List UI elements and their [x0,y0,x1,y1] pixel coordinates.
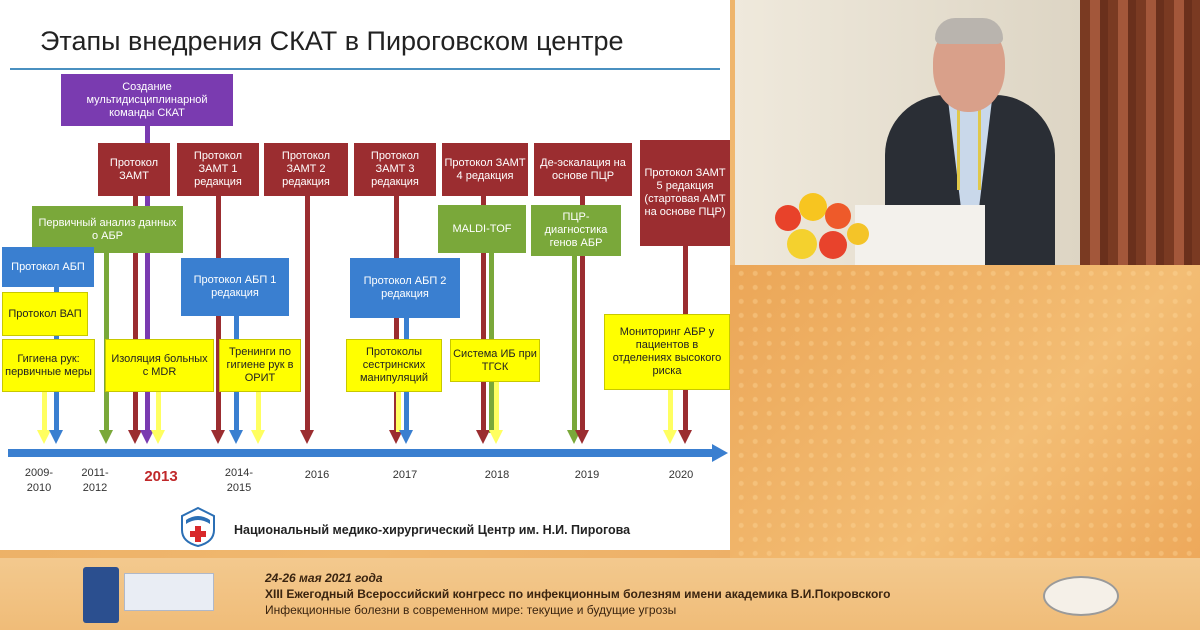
flower [819,231,847,259]
flower [787,229,817,259]
line-nursing [396,392,401,432]
year-2017: 2017 [392,469,418,481]
line-deesc [580,196,585,433]
banner-subtitle: Инфекционные болезни в современном мире:… [265,603,677,617]
year-2013: 2013 [144,468,178,485]
box-abp1: Протокол АБП 1 редакция [181,258,289,316]
box-zamt2: Протокол ЗАМТ 2 редакция [264,143,348,196]
flower-bouquet [765,185,875,265]
box-zamt4: Протокол ЗАМТ 4 редакция [442,143,528,196]
box-zamt5: Протокол ЗАМТ 5 редакция (стартовая АМТ … [640,140,730,246]
background-pattern [730,265,1200,565]
arrow-zamt [128,430,142,444]
arrow-monitoring [663,430,677,444]
line-ib [494,382,499,432]
arrow-abp1 [229,430,243,444]
box-hygiene: Гигиена рук: первичные меры [2,339,95,392]
slide-footer: Национальный медико-хирургический Центр … [234,523,631,537]
box-maldi: MALDI-TOF [438,205,526,253]
box-zamt1: Протокол ЗАМТ 1 редакция [177,143,259,196]
year-2019: 2019 [574,469,600,481]
line-zamt4 [481,196,486,433]
flower [825,203,851,229]
arrow-zamt5 [678,430,692,444]
box-nursing: Протоколы сестринских манипуляций [346,339,442,392]
podium [855,205,985,265]
year-2009-2010: 2009- 2010 [24,467,54,494]
arrow-zamt1 [211,430,225,444]
box-ib: Система ИБ при ТГСК [450,339,540,382]
arrow-isolation [151,430,165,444]
arrow-ib [489,430,503,444]
box-deesc: Де-эскалация на основе ПЦР [534,143,632,196]
flower [799,193,827,221]
year-2020: 2020 [668,469,694,481]
box-isolation: Изоляция больных с MDR [105,339,214,392]
line-monitoring [668,390,673,432]
arrow-deesc [575,430,589,444]
arrow-zamt2 [300,430,314,444]
speaker-hair [935,18,1003,44]
box-vap: Протокол ВАП [2,292,88,336]
flower [847,223,869,245]
year-2018: 2018 [484,469,510,481]
arrow-zamt4 [476,430,490,444]
box-monitoring: Мониторинг АБР у пациентов в отделениях … [604,314,730,390]
box-pcr: ПЦР-диагностика генов АБР [531,205,621,256]
congress-logo-icon [83,567,119,623]
curtain [1080,0,1200,265]
pirogov-center-logo-icon [181,506,215,548]
arrow-abp [49,430,63,444]
box-abp: Протокол АБП [2,247,94,287]
year-2011-2012: 2011- 2012 [81,467,109,494]
partner-logo-icon [1043,576,1119,616]
line-team [145,126,150,433]
arrow-abp2 [399,430,413,444]
line-hygiene [42,392,47,432]
banner-congress-name: XIII Ежегодный Всероссийский конгресс по… [265,587,891,601]
year-2016: 2016 [304,469,330,481]
arrow-team [140,430,154,444]
line-zamt2 [305,196,310,433]
box-abp2: Протокол АБП 2 редакция [350,258,460,318]
year-2014-2015: 2014- 2015 [224,467,254,494]
line-training [256,392,261,432]
organizer-logo-icon [124,573,214,611]
box-zamt: Протокол ЗАМТ [98,143,170,196]
timeline-axis [8,449,714,457]
slide-title: Этапы внедрения СКАТ в Пироговском центр… [40,26,624,56]
timeline-arrowhead [712,444,728,462]
line-zamt [133,196,138,433]
banner-date: 24-26 мая 2021 года [265,571,383,585]
flower [775,205,801,231]
arrow-analysis [99,430,113,444]
box-analysis: Первичный анализ данных о АБР [32,206,183,253]
presentation-slide: Этапы внедрения СКАТ в Пироговском центр… [2,26,730,548]
speaker-video [735,0,1200,265]
box-zamt3: Протокол ЗАМТ 3 редакция [354,143,436,196]
box-team: Создание мультидисциплинарной команды СК… [61,74,233,126]
title-divider [10,68,720,70]
arrow-hygiene [37,430,51,444]
line-isolation [156,392,161,432]
speaker-lanyard [957,110,981,190]
line-pcr [572,256,577,433]
box-training: Тренинги по гигиене рук в ОРИТ [219,339,301,392]
arrow-training [251,430,265,444]
